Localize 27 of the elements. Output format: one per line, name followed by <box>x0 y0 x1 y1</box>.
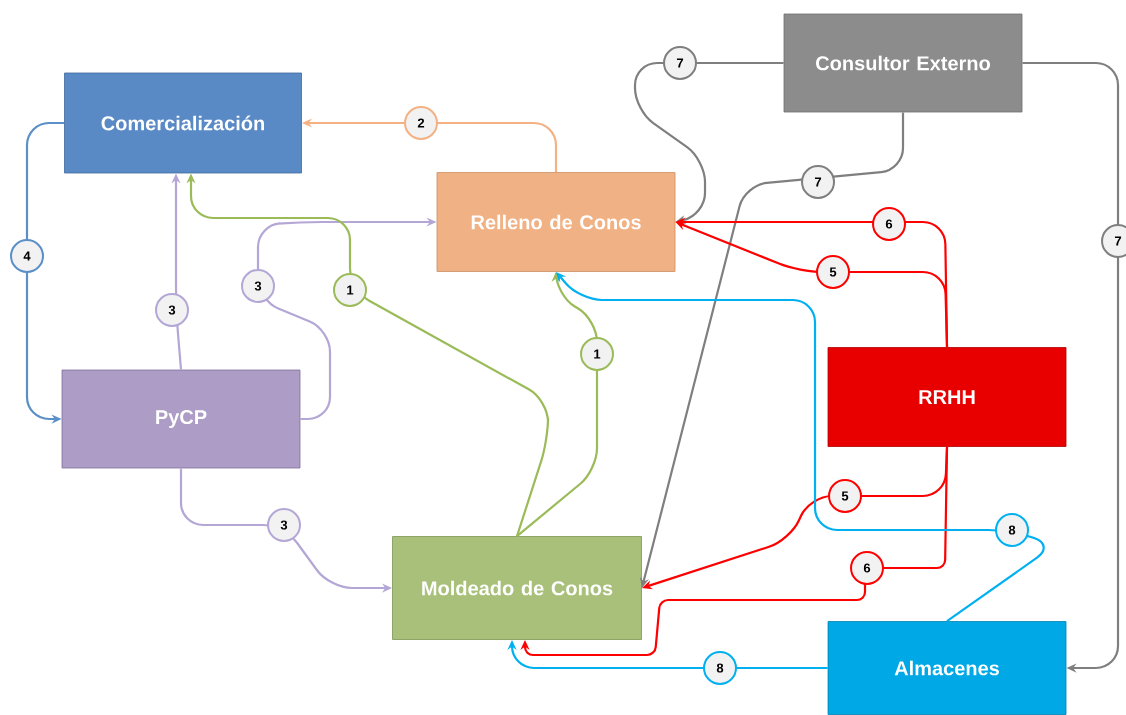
arrow <box>516 271 599 537</box>
edge-label: 6 <box>872 207 906 241</box>
edge-label: 5 <box>816 255 850 289</box>
process-box: Consultor Externo <box>783 13 1023 113</box>
edge-label: 7 <box>1101 224 1126 258</box>
edge-label: 7 <box>663 46 697 80</box>
edge-label: 8 <box>995 513 1029 547</box>
edge-label: 1 <box>580 337 614 371</box>
edge-label: 8 <box>703 651 737 685</box>
edge-label: 3 <box>267 508 301 542</box>
process-box: Almacenes <box>827 621 1067 715</box>
arrow <box>520 446 949 657</box>
edge-label: 7 <box>801 165 835 199</box>
edge-label: 2 <box>404 106 438 140</box>
process-box: RRHH <box>827 347 1067 447</box>
process-box: Relleno de Conos <box>436 172 676 272</box>
edge-label: 3 <box>241 269 275 303</box>
edge-label: 1 <box>333 273 367 307</box>
process-box: Comercialización <box>64 72 302 174</box>
edge-label: 4 <box>10 239 44 273</box>
arrow <box>633 61 784 225</box>
edge-label: 6 <box>850 551 884 585</box>
edge-label: 3 <box>155 293 189 327</box>
edge-label: 5 <box>828 479 862 513</box>
process-box: PyCP <box>61 369 301 469</box>
process-box: Moldeado de Conos <box>392 536 642 640</box>
arrow <box>1022 61 1120 673</box>
